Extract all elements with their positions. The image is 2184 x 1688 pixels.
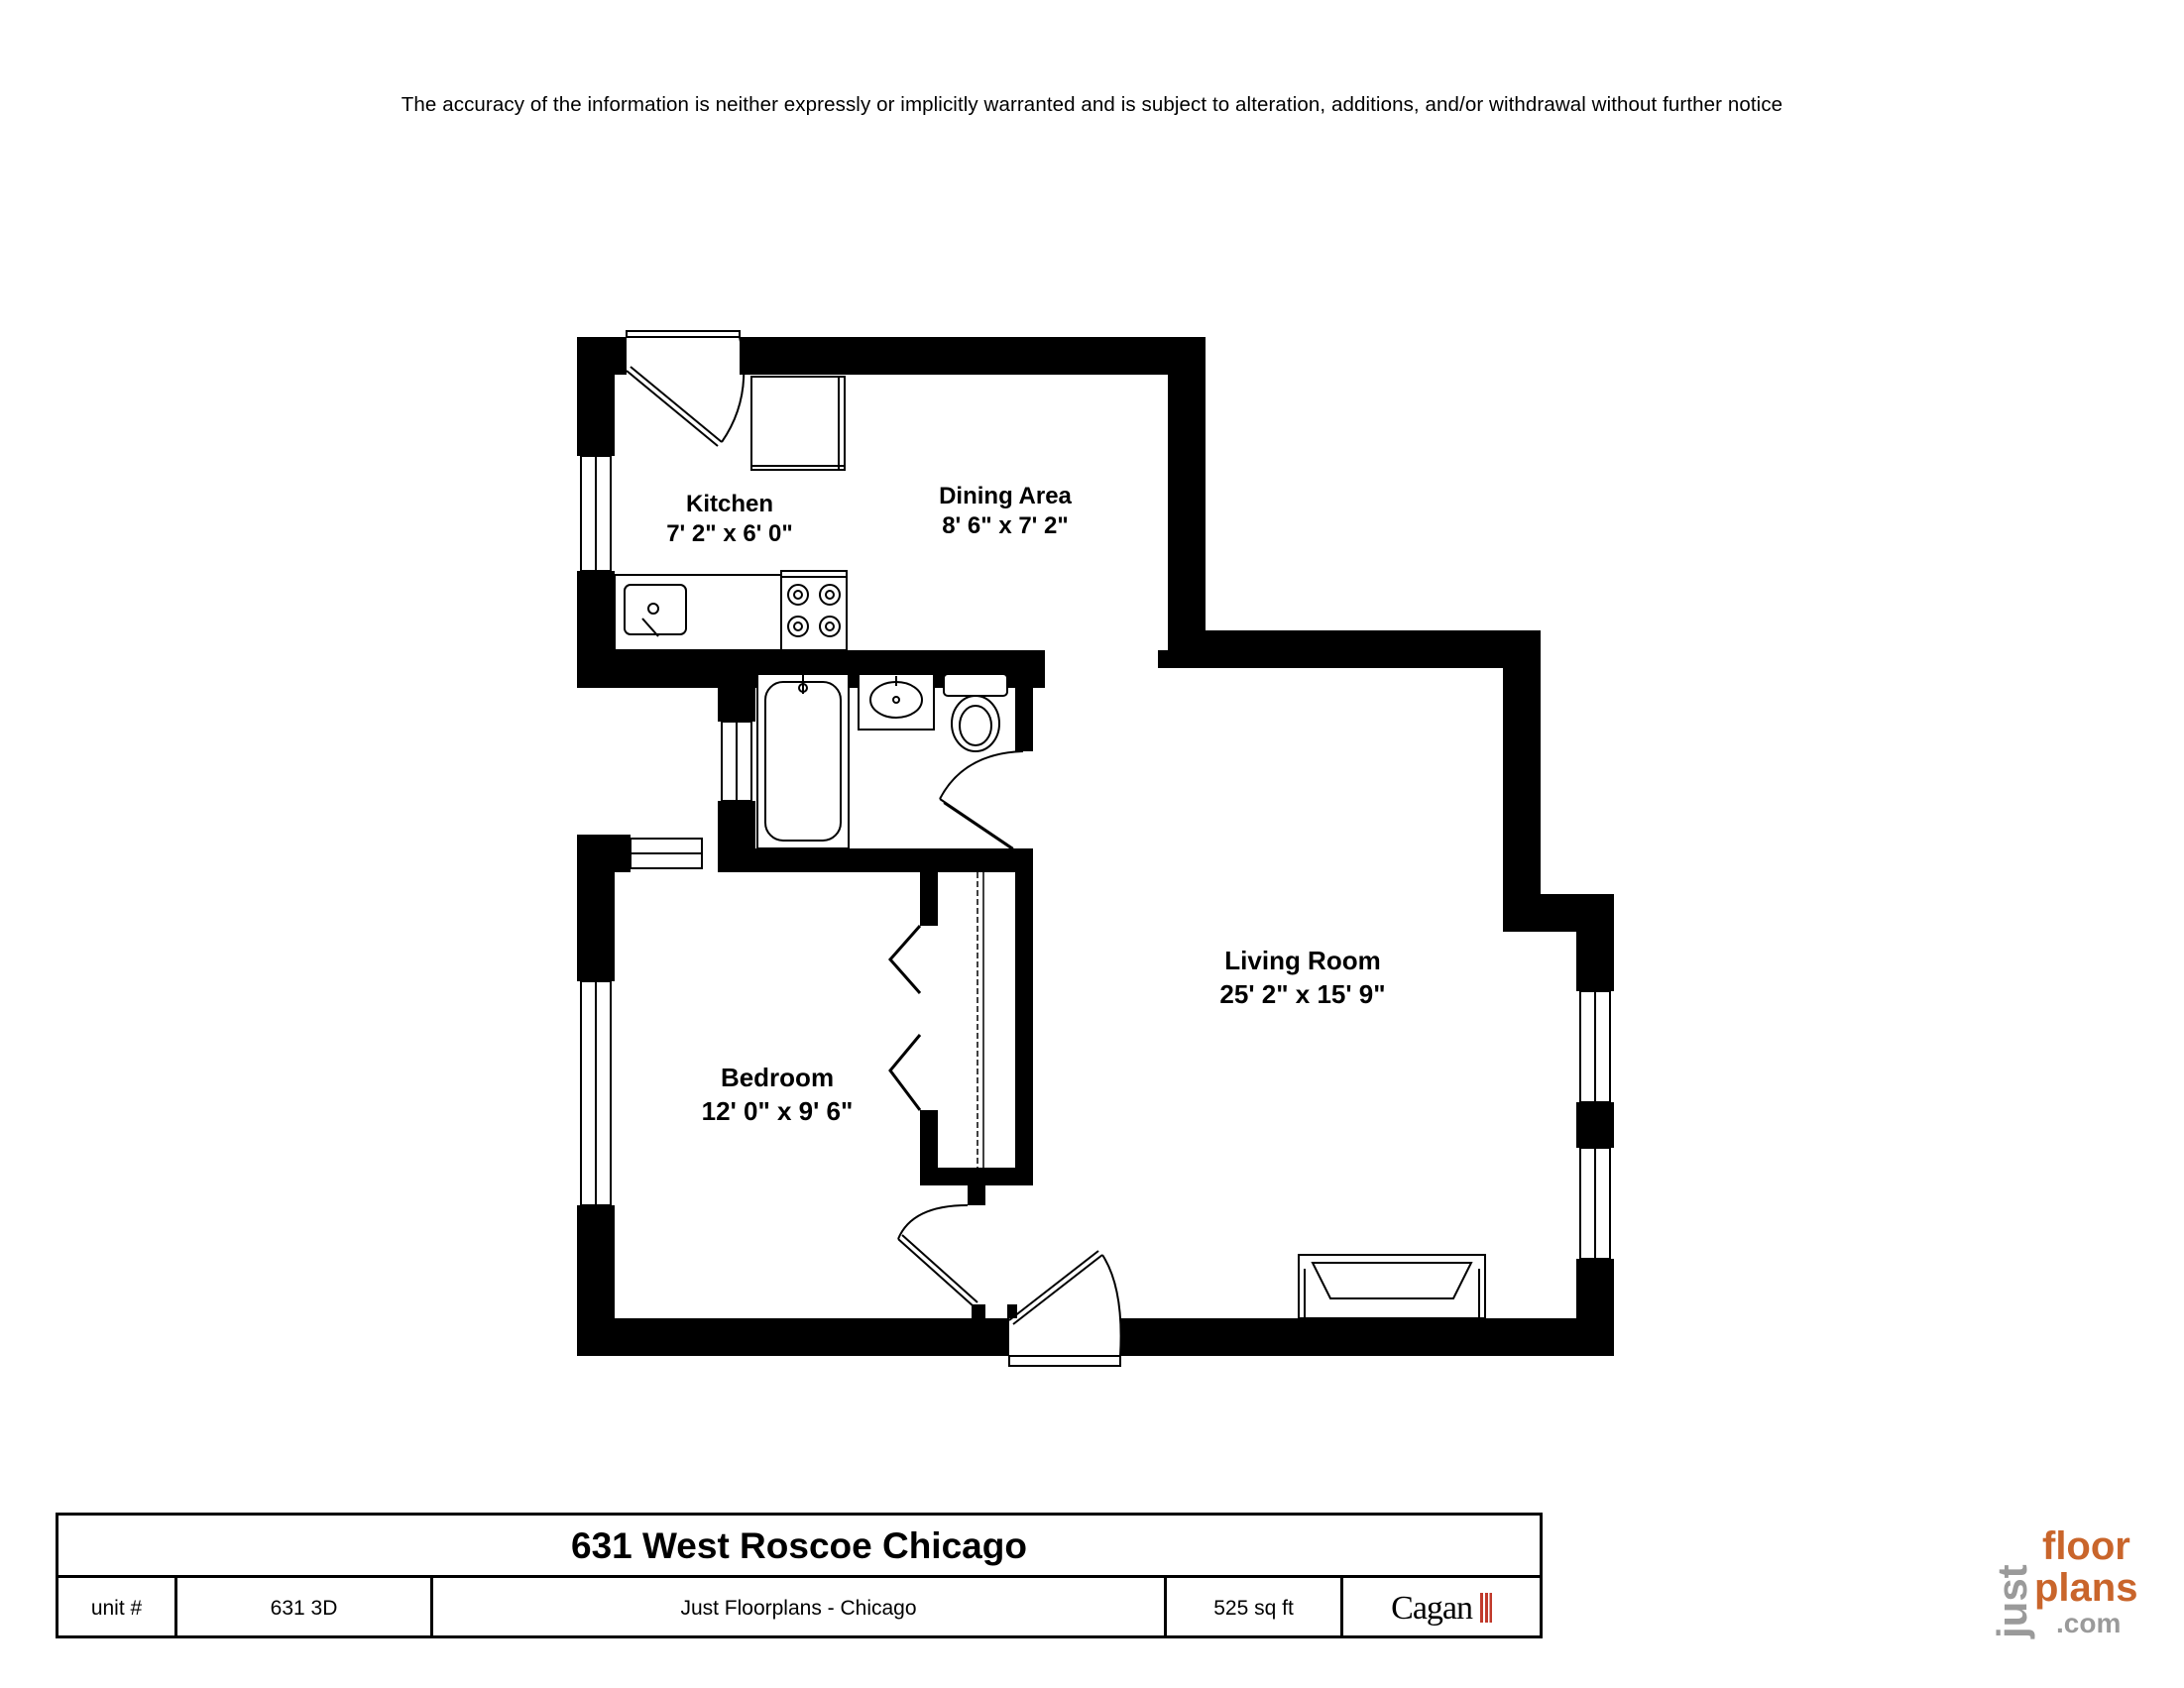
- brand-mark-icon: [1479, 1593, 1492, 1623]
- disclaimer-text: The accuracy of the information is neith…: [401, 93, 1783, 116]
- square-footage: 525 sq ft: [1167, 1578, 1343, 1638]
- brand-logo: Cagan: [1343, 1578, 1540, 1638]
- unit-label: unit #: [58, 1578, 177, 1638]
- wall-bedroom-left-bottom: [577, 1205, 615, 1356]
- wall-bath-left-top: [718, 650, 755, 722]
- title-block: 631 West Roscoe Chicago unit # 631 3D Ju…: [56, 1513, 1543, 1638]
- wall-door-post: [972, 1304, 985, 1318]
- property-address: 631 West Roscoe Chicago: [58, 1516, 1540, 1578]
- logo-floor: floor: [2042, 1524, 2130, 1568]
- wall-bath-bottom: [718, 848, 1033, 872]
- wall-door-post-2: [1007, 1304, 1017, 1318]
- wall-bath-right: [1015, 650, 1033, 751]
- walls: [577, 337, 1614, 1356]
- wall-living-top-stub: [1158, 650, 1170, 668]
- wall-living-right-a: [1576, 894, 1614, 991]
- unit-value: 631 3D: [177, 1578, 433, 1638]
- wall-kitchen-left-top: [577, 337, 615, 456]
- kitchen-size: 7' 2" x 6' 0": [666, 520, 793, 547]
- brand-name: Cagan: [1391, 1590, 1473, 1627]
- logo-plans: plans: [2034, 1566, 2137, 1610]
- wall-bedroom-left-top: [577, 835, 615, 981]
- door-main-entry: [1008, 1250, 1122, 1367]
- dining-size: 8' 6" x 7' 2": [942, 512, 1069, 539]
- door-bathroom: [939, 750, 1024, 853]
- wall-closet-post: [968, 1185, 985, 1205]
- title-block-details: unit # 631 3D Just Floorplans - Chicago …: [58, 1578, 1540, 1638]
- wall-bottom-left: [577, 1318, 1009, 1356]
- wall-closet-right: [1015, 848, 1033, 1185]
- bedroom-size: 12' 0" x 9' 6": [702, 1096, 854, 1126]
- fixtures: [614, 376, 1486, 1319]
- kitchen-name: Kitchen: [686, 491, 773, 517]
- wall-dining-top: [740, 337, 1206, 375]
- door-bedroom: [897, 1204, 978, 1307]
- living-name: Living Room: [1224, 946, 1380, 975]
- wall-living-top: [1168, 630, 1541, 668]
- closet-bifold-doors: [887, 872, 984, 1168]
- fridge: [750, 376, 846, 471]
- logo-just: just: [1995, 1564, 2035, 1639]
- wall-living-right-b: [1576, 1102, 1614, 1148]
- living-size: 25' 2" x 15' 9": [1219, 979, 1385, 1009]
- wall-living-right-upper: [1503, 630, 1541, 896]
- wall-dining-right: [1168, 337, 1206, 630]
- wall-closet-left-bottom: [920, 1110, 938, 1185]
- wall-closet-bottom: [920, 1168, 1033, 1185]
- company-name: Just Floorplans - Chicago: [433, 1578, 1167, 1638]
- doors: [626, 330, 1122, 1367]
- dining-name: Dining Area: [939, 483, 1072, 509]
- wall-bottom-right: [1120, 1318, 1614, 1356]
- toilet-tank: [943, 673, 1008, 697]
- door-kitchen-entry: [626, 330, 746, 447]
- bedroom-name: Bedroom: [721, 1063, 834, 1092]
- logo-com: .com: [2056, 1608, 2121, 1638]
- windows: [580, 455, 1611, 1260]
- justfloorplans-logo: just floor plans .com: [1995, 1524, 2137, 1639]
- wall-closet-left-top: [920, 872, 938, 926]
- stove: [780, 570, 848, 651]
